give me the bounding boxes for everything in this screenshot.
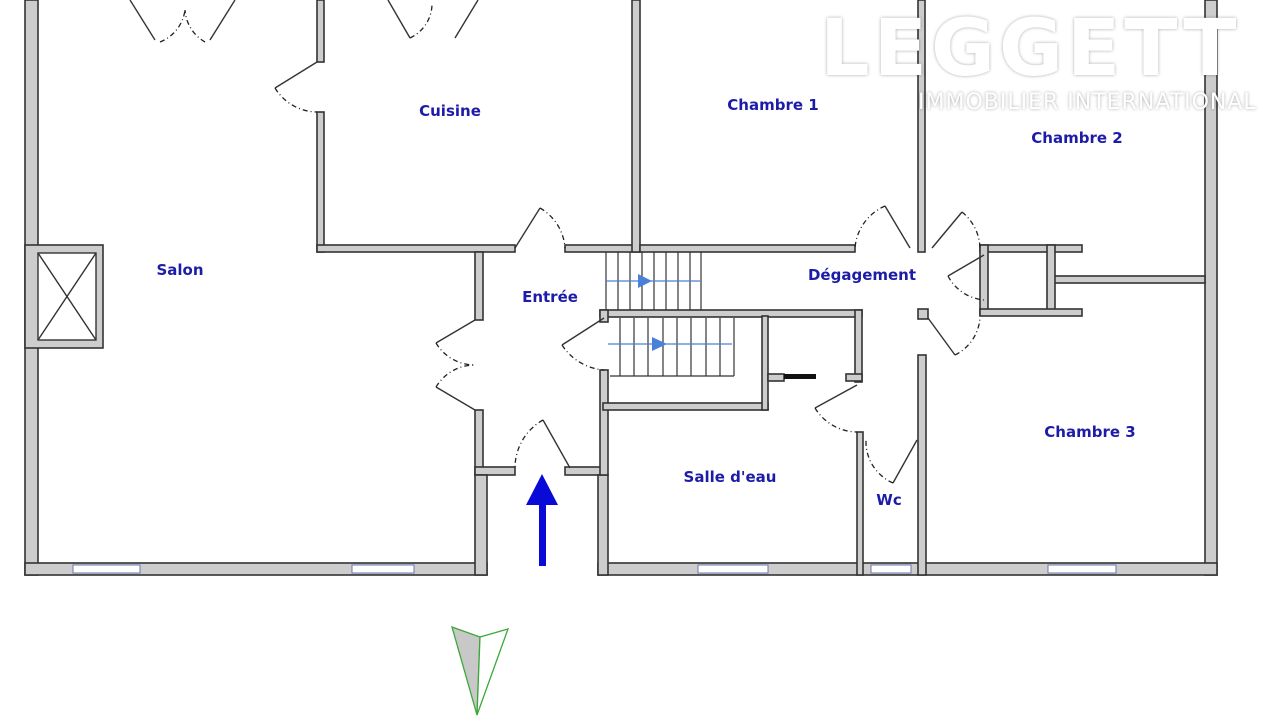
room-label-chambre2: Chambre 2 <box>1031 129 1123 147</box>
wall <box>564 244 641 253</box>
room-label-salon: Salon <box>156 261 204 279</box>
wall <box>474 251 484 321</box>
chimney-box <box>24 244 104 349</box>
wall <box>631 0 641 253</box>
logo-tagline: IMMOBILIER INTERNATIONAL <box>918 90 1257 115</box>
room-label-chambre3: Chambre 3 <box>1044 423 1136 441</box>
window <box>351 564 415 574</box>
doors <box>129 0 985 484</box>
wall <box>979 308 1083 317</box>
window <box>72 564 141 574</box>
window <box>697 564 769 574</box>
wall <box>474 474 488 576</box>
wall <box>917 0 926 253</box>
wall <box>316 111 325 253</box>
wall <box>854 309 863 383</box>
wall <box>1049 275 1206 284</box>
room-label-degagement: Dégagement <box>807 266 917 284</box>
wall <box>599 309 609 323</box>
wall <box>917 308 929 320</box>
room-label-chambre1: Chambre 1 <box>727 96 819 114</box>
wall <box>316 0 325 63</box>
wall <box>856 431 864 576</box>
wall <box>845 373 863 382</box>
wall <box>597 474 609 576</box>
wall <box>979 244 1083 253</box>
room-label-cuisine: Cuisine <box>419 102 481 120</box>
window <box>870 564 912 574</box>
stair-arrow-icon <box>638 274 652 288</box>
window <box>1047 564 1117 574</box>
wall <box>917 354 927 576</box>
entrance-arrow-icon <box>526 474 558 566</box>
room-label-entree: Entrée <box>522 288 578 306</box>
wall <box>761 315 769 411</box>
room-label-salle-deau: Salle d'eau <box>683 468 777 486</box>
wall <box>599 369 609 476</box>
leggett-logo: LEGGETT IMMOBILIER INTERNATIONAL <box>820 4 1256 115</box>
logo-brand: LEGGETT <box>820 4 1241 94</box>
north-arrow-icon <box>451 625 510 716</box>
wall <box>316 244 516 253</box>
room-label-wc: Wc <box>876 491 902 509</box>
staircase <box>605 252 735 377</box>
wall <box>564 466 606 476</box>
wall <box>767 373 785 382</box>
sliding-door <box>784 374 816 379</box>
stair-arrow-icon <box>652 337 667 351</box>
wall <box>602 402 769 411</box>
wall <box>1046 244 1056 316</box>
wall <box>599 309 863 318</box>
wall <box>474 466 516 476</box>
wall <box>639 244 856 253</box>
wall <box>474 409 484 476</box>
